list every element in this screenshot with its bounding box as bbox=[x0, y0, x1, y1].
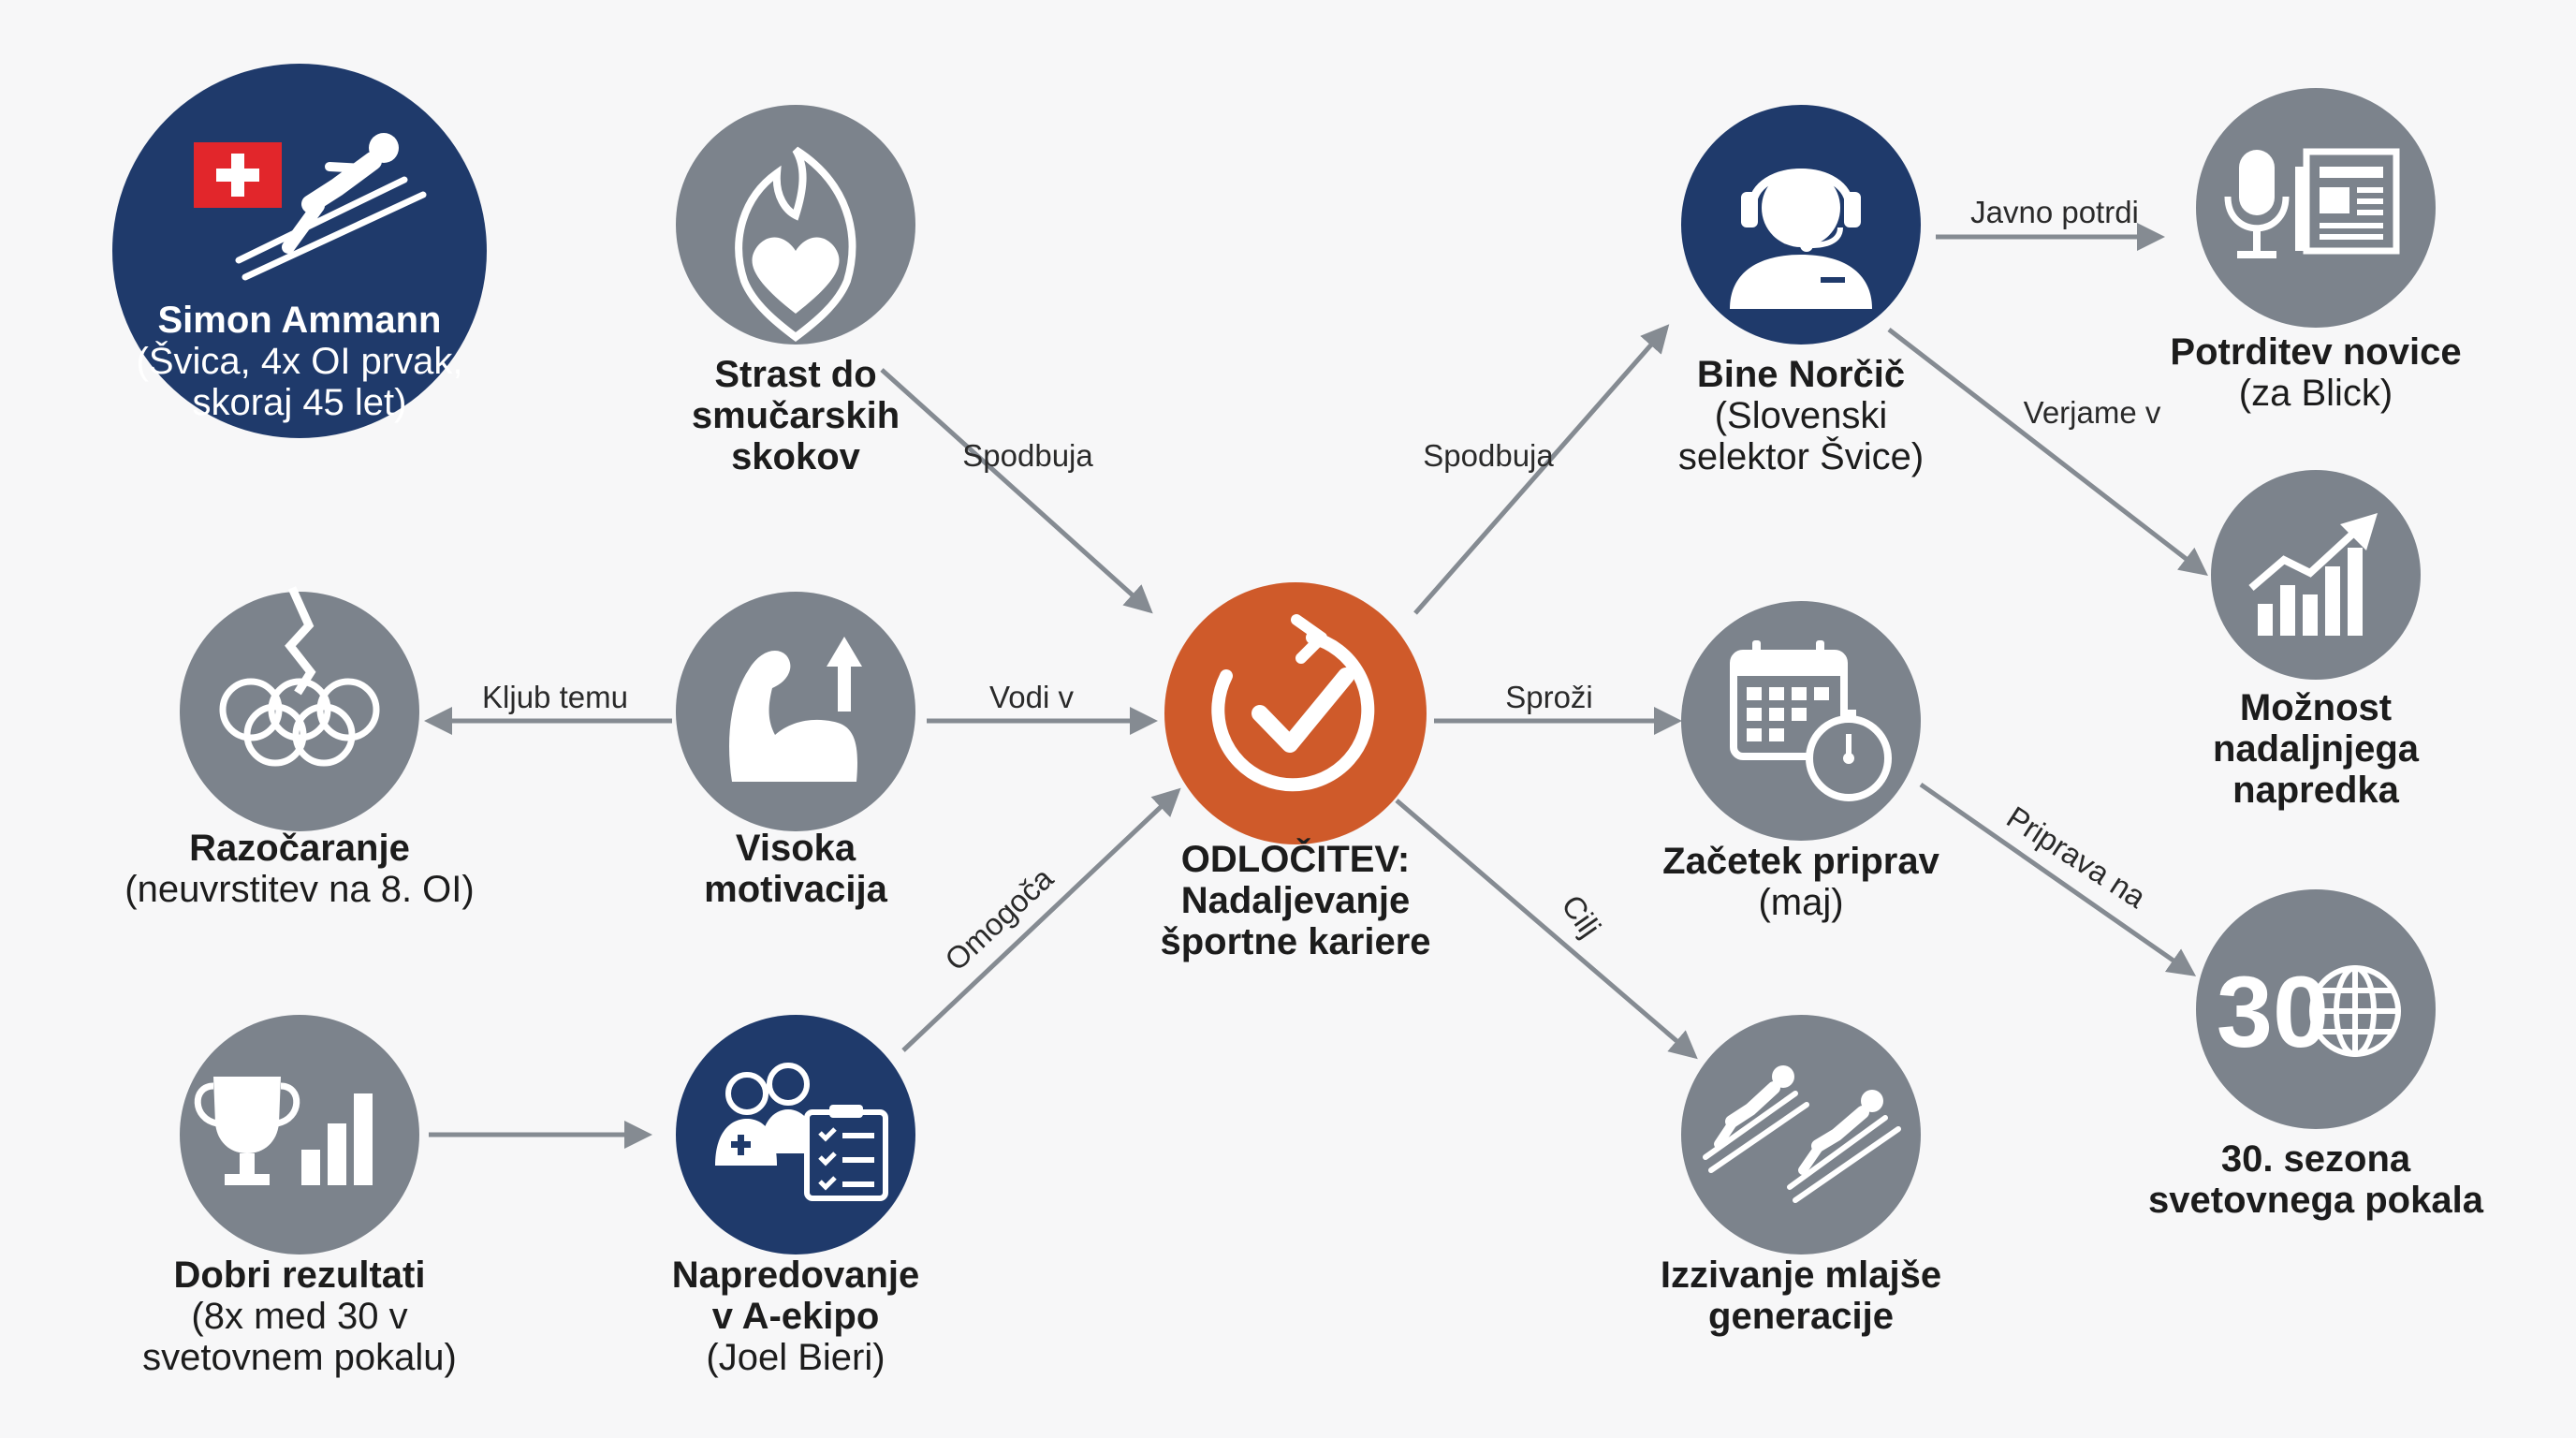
node-moznost bbox=[2211, 470, 2421, 680]
priprave-title: Začetek priprav bbox=[1662, 841, 1939, 882]
napredovanje-sub: (Joel Bieri) bbox=[706, 1337, 886, 1378]
moznost-line1: Možnost bbox=[2239, 687, 2393, 728]
strast-line2: smučarskih bbox=[691, 395, 900, 436]
edge-strast-odlocitev bbox=[880, 368, 1153, 614]
priprave-sub: (maj) bbox=[1758, 882, 1844, 923]
team-clipboard-icon bbox=[715, 1063, 888, 1201]
label-odlocitev: ODLOČITEV: Nadaljevanje športne kariere bbox=[1052, 839, 1539, 962]
label-strast: Strast do smučarskih skokov bbox=[552, 354, 1039, 477]
broken-olympic-rings-icon bbox=[219, 586, 380, 767]
norcic-line1: (Slovenski bbox=[1714, 395, 1888, 436]
norcic-title: Bine Norčič bbox=[1696, 354, 1906, 395]
label-priprave: Začetek priprav (maj) bbox=[1558, 841, 2044, 923]
razocaranje-title: Razočaranje bbox=[189, 828, 410, 869]
motivacija-line1: Visoka bbox=[735, 828, 856, 869]
odlocitev-line3: športne kariere bbox=[1160, 921, 1431, 962]
label-izzivanje: Izzivanje mlajše generacije bbox=[1558, 1255, 2044, 1337]
calendar-stopwatch-icon bbox=[1730, 640, 1892, 801]
rezultati-line2: svetovnem pokalu) bbox=[142, 1337, 457, 1378]
edge-odlocitev-norcic bbox=[1413, 324, 1670, 615]
edge-odlocitev-izzivanje bbox=[1395, 799, 1698, 1060]
sezona-line1: 30. sezona bbox=[2220, 1138, 2411, 1180]
edge-napredovanje-odlocitev bbox=[901, 787, 1181, 1052]
napredovanje-line2: v A-ekipo bbox=[711, 1296, 880, 1337]
label-simon-ammann: Simon Ammann (Švica, 4x OI prvak, skoraj… bbox=[56, 300, 543, 423]
swiss-flag-icon bbox=[194, 142, 282, 208]
edge-label-sprozi: Sproži bbox=[1505, 680, 1593, 714]
moznost-line2: nadaljnjega bbox=[2212, 728, 2420, 770]
izzivanje-line1: Izzivanje mlajše bbox=[1660, 1255, 1942, 1296]
label-sezona: 30. sezona svetovnega pokala bbox=[2072, 1138, 2559, 1221]
edge-priprave-sezona bbox=[1919, 782, 2197, 976]
node-napredovanje bbox=[676, 1015, 915, 1255]
heart-flame-icon bbox=[735, 146, 856, 343]
headset-person-icon bbox=[1730, 169, 1872, 309]
globe-icon bbox=[2309, 965, 2401, 1057]
node-odlocitev bbox=[1164, 582, 1427, 844]
node-strast bbox=[676, 105, 915, 345]
node-motivacija bbox=[676, 592, 915, 831]
growth-chart-icon bbox=[2248, 513, 2378, 636]
potrditev-title: Potrditev novice bbox=[2170, 331, 2462, 373]
rezultati-line1: (8x med 30 v bbox=[191, 1296, 408, 1337]
ski-jumper-icon bbox=[235, 133, 427, 281]
edge-label-javno-potrdi: Javno potrdi bbox=[1970, 195, 2139, 229]
simon-line1: (Švica, 4x OI prvak, bbox=[136, 341, 463, 382]
circular-check-icon bbox=[1211, 614, 1375, 792]
label-razocaranje: Razočaranje (neuvrstitev na 8. OI) bbox=[56, 828, 543, 910]
node-simon-ammann bbox=[112, 64, 487, 438]
microphone-newspaper-icon bbox=[2224, 148, 2400, 258]
label-motivacija: Visoka motivacija bbox=[552, 828, 1039, 910]
node-izzivanje bbox=[1681, 1015, 1921, 1255]
motivacija-line2: motivacija bbox=[704, 869, 887, 910]
moznost-line3: napredka bbox=[2232, 770, 2399, 811]
trophy-bars-icon bbox=[194, 1077, 373, 1185]
node-razocaranje bbox=[180, 586, 419, 831]
odlocitev-line2: Nadaljevanje bbox=[1180, 880, 1411, 921]
label-moznost: Možnost nadaljnjega napredka bbox=[2072, 687, 2559, 811]
label-rezultati: Dobri rezultati (8x med 30 v svetovnem p… bbox=[56, 1255, 543, 1378]
rezultati-title: Dobri rezultati bbox=[173, 1255, 426, 1296]
izzivanje-line2: generacije bbox=[1708, 1296, 1894, 1337]
edge-label-verjame-v: Verjame v bbox=[2024, 395, 2161, 430]
two-ski-jumpers-icon bbox=[1703, 1065, 1901, 1203]
edge-label-vodi-v: Vodi v bbox=[989, 680, 1074, 714]
edge-label-spodbuja-left: Spodbuja bbox=[962, 438, 1093, 473]
simon-title: Simon Ammann bbox=[157, 300, 442, 341]
label-napredovanje: Napredovanje v A-ekipo (Joel Bieri) bbox=[552, 1255, 1039, 1378]
edge-label-spodbuja-right: Spodbuja bbox=[1423, 438, 1554, 473]
simon-line2: skoraj 45 let) bbox=[192, 382, 407, 423]
edge-norcic-moznost bbox=[1887, 328, 2208, 577]
node-norcic bbox=[1681, 105, 1921, 345]
node-sezona: 30 bbox=[2196, 889, 2436, 1129]
node-rezultati bbox=[180, 1015, 419, 1255]
potrditev-sub: (za Blick) bbox=[2238, 373, 2393, 414]
flexed-arm-icon bbox=[729, 637, 862, 782]
strast-line1: Strast do bbox=[714, 354, 877, 395]
sezona-line2: svetovnega pokala bbox=[2148, 1180, 2483, 1221]
edges bbox=[424, 223, 2208, 1149]
node-potrditev bbox=[2196, 88, 2436, 328]
odlocitev-line1: ODLOČITEV: bbox=[1180, 839, 1411, 880]
strast-line3: skokov bbox=[731, 436, 860, 477]
node-priprave bbox=[1681, 601, 1921, 841]
label-norcic: Bine Norčič (Slovenski selektor Švice) bbox=[1558, 354, 2044, 477]
label-potrditev: Potrditev novice (za Blick) bbox=[2072, 331, 2559, 414]
razocaranje-sub: (neuvrstitev na 8. OI) bbox=[124, 869, 475, 910]
norcic-line2: selektor Švice) bbox=[1677, 436, 1925, 477]
napredovanje-line1: Napredovanje bbox=[671, 1255, 920, 1296]
edge-label-kljub-temu: Kljub temu bbox=[482, 680, 628, 714]
